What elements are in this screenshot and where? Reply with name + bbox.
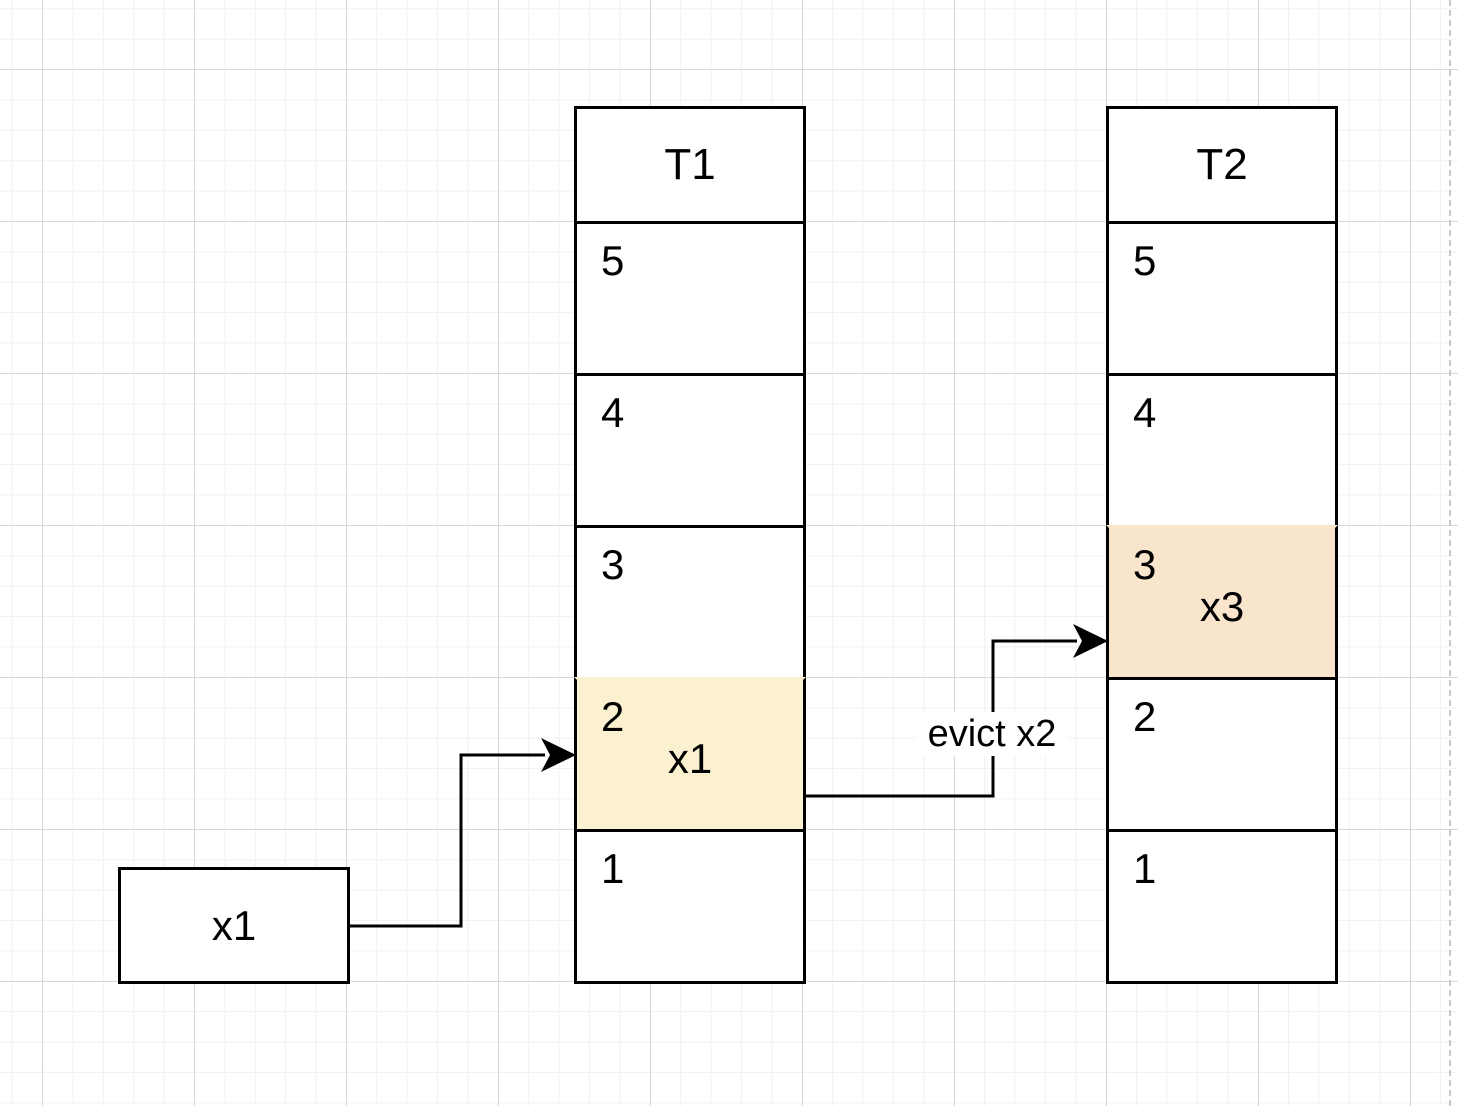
table-t1-slot-1[interactable]: 1 <box>574 829 806 984</box>
slot-number: 2 <box>601 693 625 740</box>
slot-value: x3 <box>1199 583 1245 630</box>
evict-edge-arrowhead <box>1073 624 1108 658</box>
table-t2-header[interactable]: T2 <box>1106 106 1338 224</box>
slot-number: 3 <box>1133 541 1157 588</box>
table-t2-title: T2 <box>1196 140 1248 189</box>
table-t2-slot-4[interactable]: 4 <box>1106 373 1338 528</box>
insert-edge[interactable] <box>350 753 545 928</box>
table-t1-slot-3[interactable]: 3 <box>574 525 806 680</box>
slot-number: 1 <box>601 845 625 892</box>
table-t1-slot-5[interactable]: 5 <box>574 221 806 376</box>
insert-edge-arrowhead <box>541 738 576 772</box>
slot-number: 4 <box>1133 389 1157 436</box>
input-node-x1[interactable]: x1 <box>118 867 350 984</box>
slot-number: 1 <box>1133 845 1157 892</box>
slot-number: 2 <box>1133 693 1157 740</box>
table-t1-title: T1 <box>664 140 716 189</box>
slot-number: 5 <box>601 237 625 284</box>
table-t1-slot-2[interactable]: 2 x1 <box>574 677 806 832</box>
slot-number: 4 <box>601 389 625 436</box>
table-t2-slot-2[interactable]: 2 <box>1106 677 1338 832</box>
input-node-label: x1 <box>211 901 257 949</box>
slot-value: x1 <box>667 735 713 782</box>
table-t1-header[interactable]: T1 <box>574 106 806 224</box>
evict-edge-label: evict x2 <box>916 712 1068 756</box>
slot-number: 3 <box>601 541 625 588</box>
page-boundary <box>1449 0 1451 1106</box>
table-t2-slot-1[interactable]: 1 <box>1106 829 1338 984</box>
table-t2-slot-5[interactable]: 5 <box>1106 221 1338 376</box>
slot-number: 5 <box>1133 237 1157 284</box>
